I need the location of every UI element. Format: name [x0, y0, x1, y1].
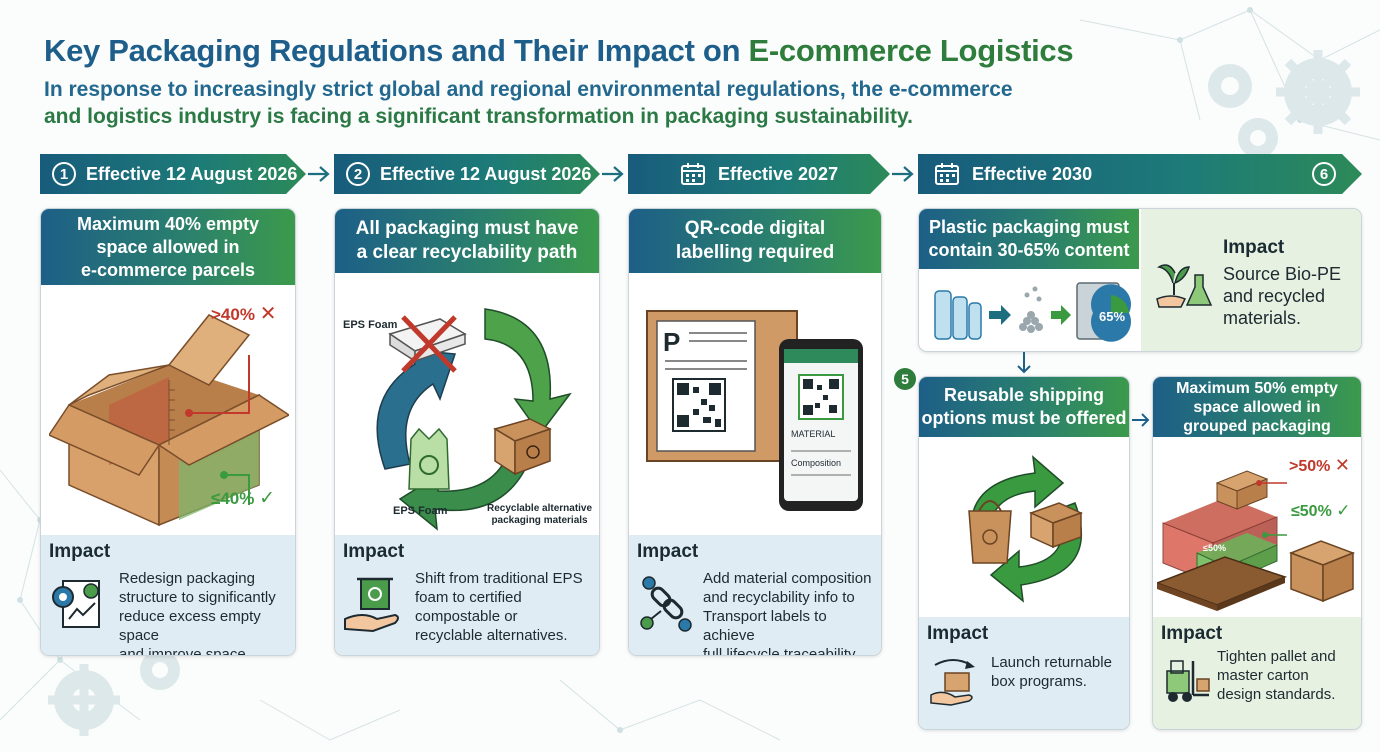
phone-composition-text: Composition	[791, 458, 842, 468]
recyclable-alternative-label: Recyclable alternative packaging materia…	[487, 503, 593, 526]
timeline-label-2: Effective 12 August 2026	[380, 163, 592, 184]
impact-title: Impact	[343, 541, 405, 562]
over-limit-label: >50% ✕	[1289, 455, 1350, 475]
impact-description: Shift from traditional EPS foam to certi…	[415, 570, 583, 644]
step-number-6: 6	[1312, 162, 1336, 186]
timeline-step-3: Effective 2027	[628, 154, 890, 194]
calendar-icon	[934, 162, 960, 186]
page-title: Key Packaging Regulations and Their Impa…	[44, 33, 1074, 68]
step-number-1: 1	[52, 162, 76, 186]
impact-section: Impact Shift from traditional EPS foam t…	[335, 535, 599, 655]
within-limit-label: ≤40% ✓	[211, 488, 276, 509]
impact-description: Add material composition and recyclabili…	[703, 570, 872, 656]
impact-description: Launch returnable box programs.	[991, 654, 1112, 690]
cross-icon: ✕	[259, 303, 277, 325]
card-title: Maximum 50% empty space allowed in group…	[1153, 377, 1361, 437]
gear-document-icon	[52, 580, 100, 628]
eps-foam-label-top: EPS Foam	[343, 319, 398, 331]
arrow-right-icon	[602, 166, 624, 182]
arrow-right-icon	[1132, 413, 1150, 427]
phone-material-text: MATERIAL	[791, 429, 836, 439]
impact-description: Source Bio-PE and recycled materials.	[1223, 264, 1342, 328]
pallet-boxes-illustration	[1157, 470, 1356, 611]
within-limit-label: ≤50% ✓	[1291, 501, 1351, 520]
forklift-icon	[1166, 660, 1210, 702]
impact-title: Impact	[637, 541, 699, 562]
timeline-label-1: Effective 12 August 2026	[86, 163, 298, 184]
card-plastic-content: Plastic packaging must contain 30-65% co…	[918, 208, 1362, 352]
impact-title: Impact	[1223, 237, 1285, 258]
hand-recycle-bin-icon	[344, 577, 399, 633]
subtitle-line-2: and logistics industry is facing a signi…	[44, 105, 913, 128]
impact-section: Impact Launch returnable box programs.	[919, 617, 1129, 729]
plastic-recycling-flow-illustration	[934, 282, 1131, 342]
card-title: Reusable shipping options must be offere…	[919, 377, 1129, 437]
impact-title: Impact	[927, 623, 989, 644]
timeline-step-1: 1 Effective 12 August 2026	[40, 154, 306, 194]
content-percent-label: 65%	[1099, 309, 1126, 324]
card-grouped-packaging: Maximum 50% empty space allowed in group…	[1152, 376, 1362, 730]
pallet-over-label: >50%	[1167, 501, 1191, 511]
arrow-right-icon	[308, 166, 330, 182]
arrow-down-icon	[1017, 352, 1031, 374]
recycling-loop-illustration	[376, 308, 572, 531]
impact-description: Redesign packaging structure to signific…	[119, 570, 276, 656]
card-reusable-shipping: Reusable shipping options must be offere…	[918, 376, 1130, 730]
card-title: Maximum 40% empty space allowed in e-com…	[41, 209, 295, 285]
eps-foam-label-bottom: EPS Foam	[393, 505, 448, 517]
step-number-2: 2	[346, 162, 370, 186]
hands-box-icon	[930, 659, 975, 706]
cross-icon: ✕	[1334, 455, 1350, 475]
card-title: All packaging must have a clear recyclab…	[335, 209, 599, 273]
pallet-under-label: ≤50%	[1203, 543, 1226, 553]
open-box-illustration	[49, 314, 289, 527]
step-number-5: 5	[894, 368, 916, 390]
reusable-loop-illustration	[968, 455, 1083, 603]
card-empty-space-parcels: Maximum 40% empty space allowed in e-com…	[40, 208, 296, 656]
timeline-label-4: Effective 2030	[972, 163, 1093, 184]
subtitle-line-1: In response to increasingly strict globa…	[44, 78, 1013, 101]
check-icon: ✓	[259, 488, 276, 509]
impact-title: Impact	[1161, 623, 1223, 644]
card-title: Plastic packaging must contain 30-65% co…	[919, 209, 1139, 269]
card-recyclability-path: All packaging must have a clear recyclab…	[334, 208, 600, 656]
check-icon: ✓	[1336, 501, 1351, 520]
timeline-label-3: Effective 2027	[718, 163, 839, 184]
over-limit-label: >40% ✕	[211, 303, 277, 325]
timeline-step-4: Effective 2030 6	[918, 154, 1362, 194]
impact-section: Impact Source Bio-PE and recycled materi…	[1141, 209, 1361, 351]
card-title: QR-code digital labelling required	[629, 209, 881, 273]
arrow-right-icon	[892, 166, 914, 182]
impact-section: Impact Redesign packaging structure to s…	[41, 535, 295, 655]
chain-link-icon	[640, 576, 692, 632]
timeline-step-2: 2 Effective 12 August 2026	[334, 154, 600, 194]
impact-title: Impact	[49, 541, 111, 562]
card-qr-labelling: QR-code digital labelling required P MAT…	[628, 208, 882, 656]
calendar-icon	[680, 162, 706, 186]
impact-section: Impact Tighten pallet and master carton …	[1153, 617, 1361, 729]
impact-section: Impact Add material composition and recy…	[629, 535, 881, 655]
page-subtitle: In response to increasingly strict globa…	[44, 76, 1084, 130]
parcel-label-phone-illustration	[646, 310, 863, 511]
plant-flask-icon	[1156, 264, 1213, 308]
label-letter: P	[663, 327, 681, 357]
impact-description: Tighten pallet and master carton design …	[1217, 648, 1336, 703]
